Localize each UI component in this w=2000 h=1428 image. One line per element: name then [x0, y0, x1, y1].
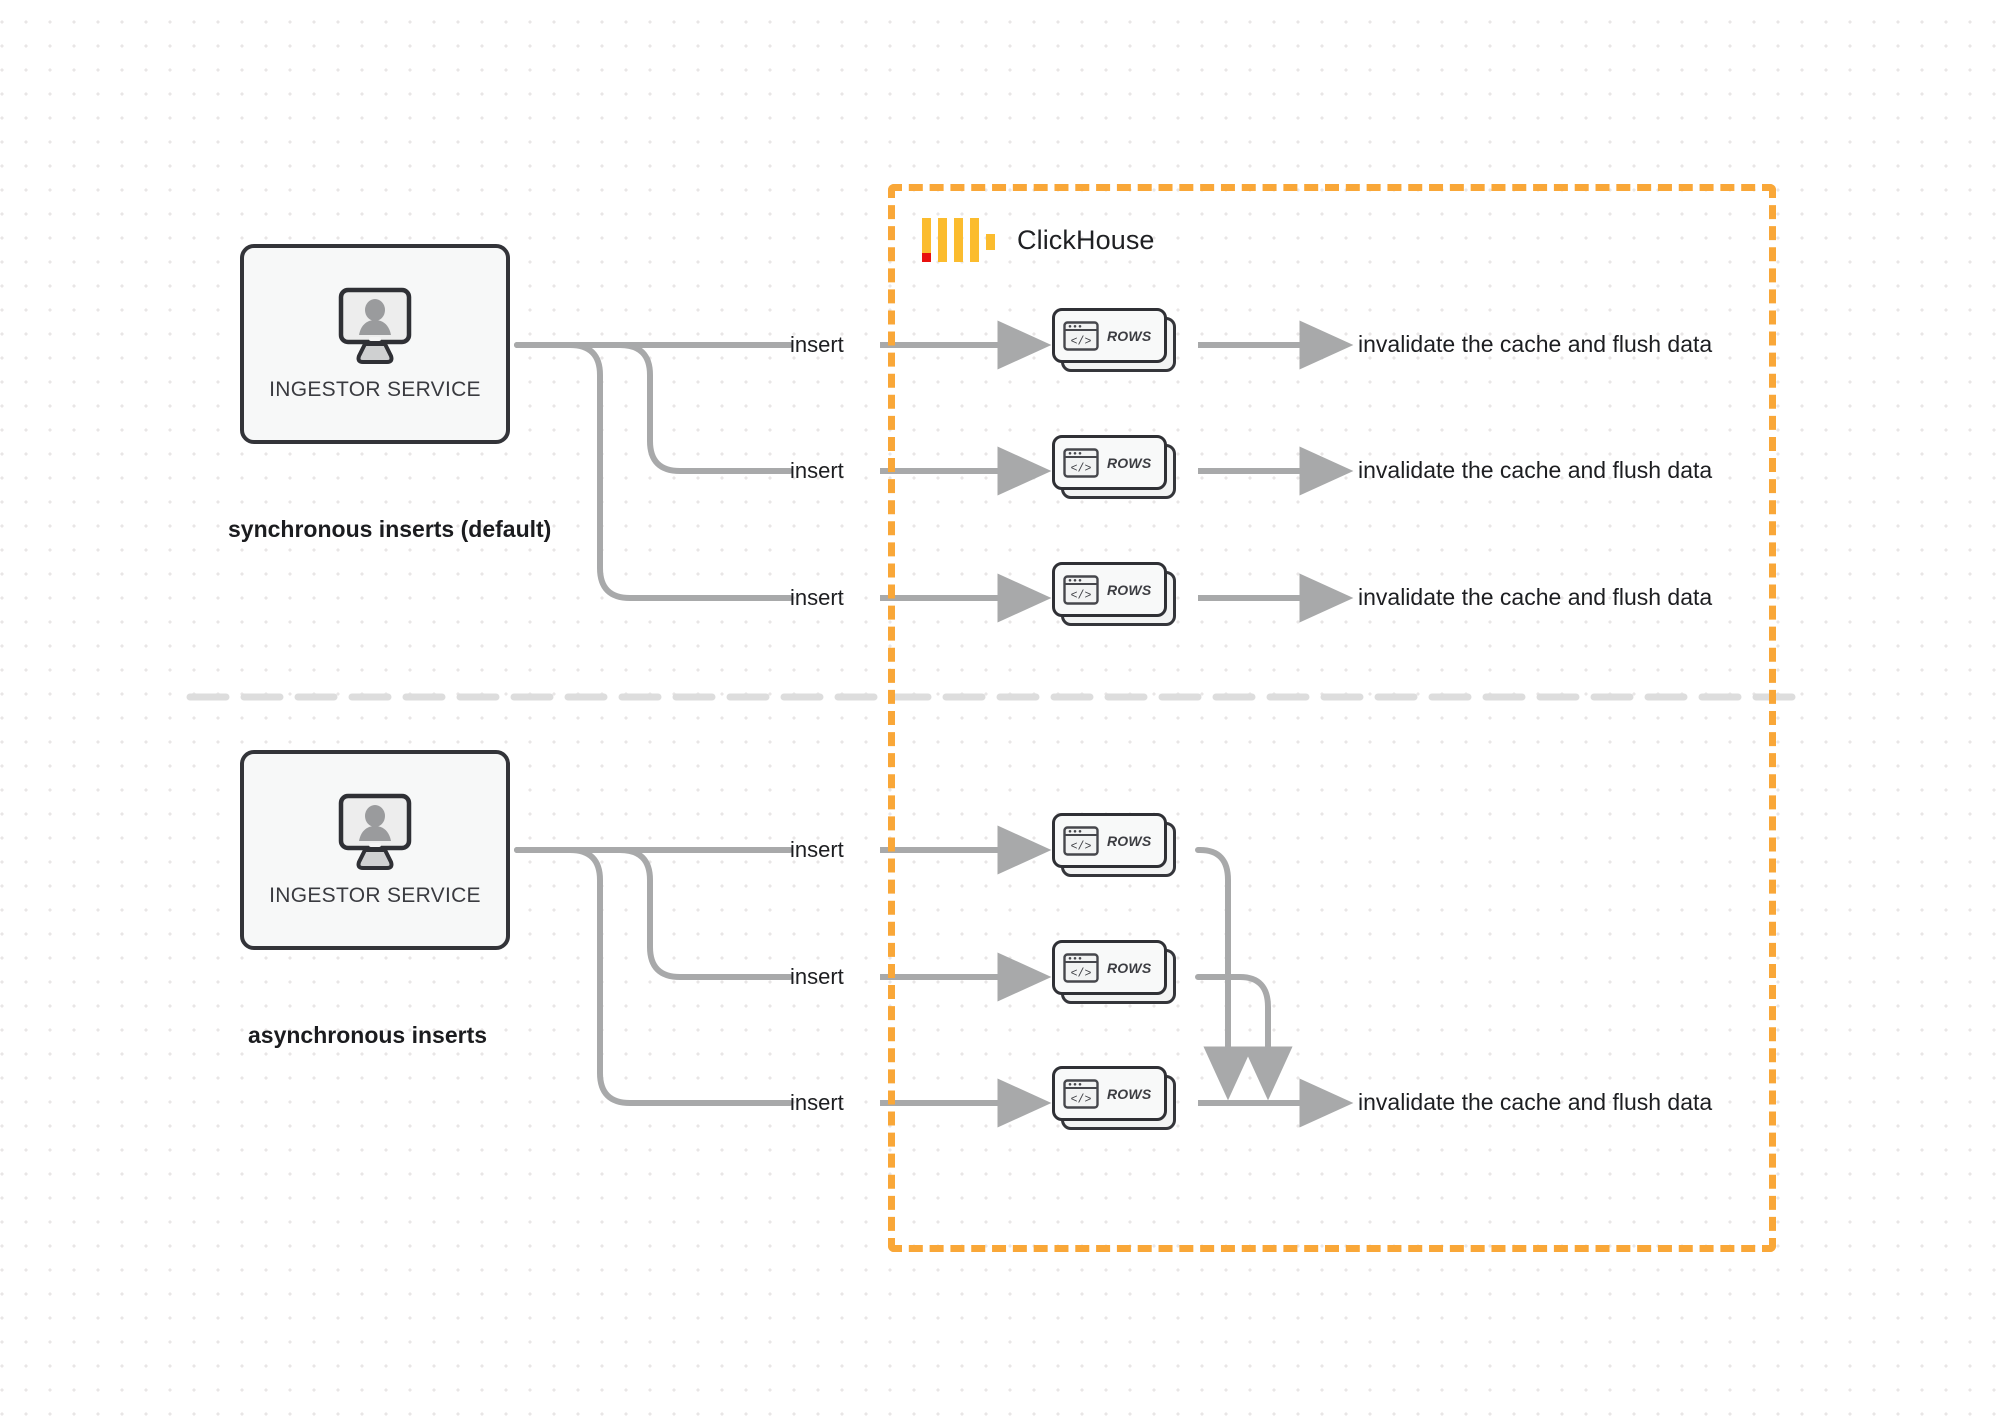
rows-label: ROWS	[1107, 327, 1152, 344]
svg-text:</>: </>	[1071, 589, 1092, 602]
code-window-icon: </>	[1063, 447, 1099, 478]
edge-label-insert-async-2: insert	[790, 964, 844, 989]
rows-label: ROWS	[1107, 454, 1152, 471]
code-window-icon: </>	[1063, 574, 1099, 605]
rows-card-front: </> ROWS	[1052, 940, 1167, 995]
caption-synchronous: synchronous inserts (default)	[228, 516, 552, 542]
service-label: INGESTOR SERVICE	[269, 378, 481, 401]
edge-label-insert-sync-1: insert	[790, 332, 844, 357]
output-label-sync-2: invalidate the cache and flush data	[1358, 457, 1713, 483]
code-window-icon: </>	[1063, 825, 1099, 856]
rows-card-front: </> ROWS	[1052, 308, 1167, 363]
sidebar-item-ingestor-service-async[interactable]: INGESTOR SERVICE	[240, 750, 510, 950]
clickhouse-boundary	[888, 184, 1776, 1252]
output-label-sync-3: invalidate the cache and flush data	[1358, 584, 1713, 610]
monitor-user-icon	[338, 287, 412, 364]
async-branch-row2	[514, 847, 793, 980]
code-window-icon: </>	[1063, 320, 1099, 351]
rows-card-front: </> ROWS	[1052, 435, 1167, 490]
edge-label-insert-sync-3: insert	[790, 585, 844, 610]
rows-label: ROWS	[1107, 1085, 1152, 1102]
clickhouse-header: ClickHouse	[922, 218, 1155, 262]
rows-card-front: </> ROWS	[1052, 562, 1167, 617]
rows-card-front: </> ROWS	[1052, 813, 1167, 868]
rows-label: ROWS	[1107, 581, 1152, 598]
rows-label: ROWS	[1107, 959, 1152, 976]
service-label: INGESTOR SERVICE	[269, 884, 481, 907]
rows-card-front: </> ROWS	[1052, 1066, 1167, 1121]
code-window-icon: </>	[1063, 952, 1099, 983]
svg-text:</>: </>	[1071, 462, 1092, 475]
rows-card-async-2[interactable]: </> ROWS	[1052, 940, 1176, 1004]
sync-branch-row3	[514, 342, 793, 601]
code-window-icon: </>	[1063, 1078, 1099, 1109]
async-branch-row3	[514, 847, 793, 1106]
rows-card-sync-2[interactable]: </> ROWS	[1052, 435, 1176, 499]
rows-card-async-1[interactable]: </> ROWS	[1052, 813, 1176, 877]
monitor-user-icon	[338, 793, 412, 870]
clickhouse-logo	[922, 218, 995, 262]
output-label-sync-1: invalidate the cache and flush data	[1358, 331, 1713, 357]
svg-text:</>: </>	[1071, 335, 1092, 348]
output-label-async-merged: invalidate the cache and flush data	[1358, 1089, 1713, 1115]
rows-card-async-3[interactable]: </> ROWS	[1052, 1066, 1176, 1130]
rows-card-sync-1[interactable]: </> ROWS	[1052, 308, 1176, 372]
svg-text:</>: </>	[1071, 840, 1092, 853]
sidebar-item-ingestor-service-sync[interactable]: INGESTOR SERVICE	[240, 244, 510, 444]
edge-label-insert-sync-2: insert	[790, 458, 844, 483]
edge-label-insert-async-1: insert	[790, 837, 844, 862]
caption-asynchronous: asynchronous inserts	[248, 1022, 488, 1048]
svg-text:</>: </>	[1071, 967, 1092, 980]
clickhouse-label: ClickHouse	[1017, 224, 1155, 255]
rows-card-sync-3[interactable]: </> ROWS	[1052, 562, 1176, 626]
edge-label-insert-async-3: insert	[790, 1090, 844, 1115]
sync-branch-row2	[514, 342, 793, 474]
svg-text:</>: </>	[1071, 1093, 1092, 1106]
rows-label: ROWS	[1107, 832, 1152, 849]
